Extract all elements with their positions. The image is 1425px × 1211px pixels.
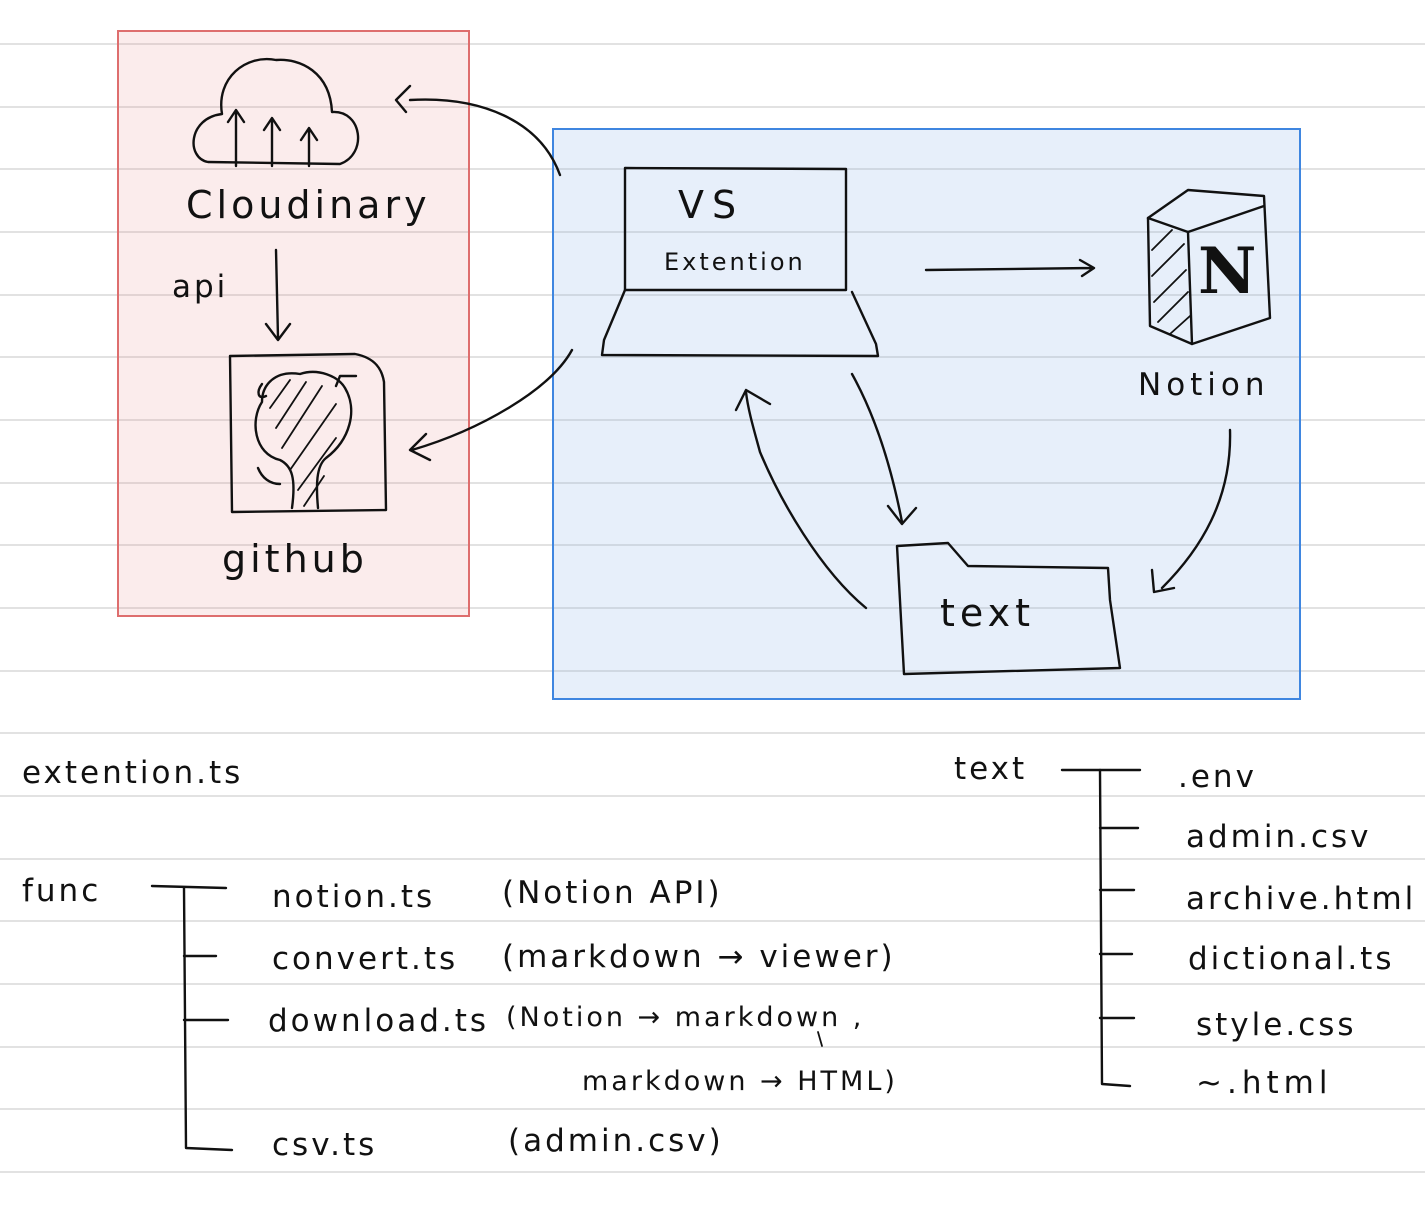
text-file-admin-csv: admin.csv bbox=[1186, 819, 1372, 855]
external-services-zone bbox=[117, 30, 470, 617]
laptop-icon bbox=[600, 166, 880, 358]
api-arrow bbox=[264, 248, 292, 342]
notion-icon bbox=[1146, 188, 1272, 346]
github-label: github bbox=[222, 537, 368, 581]
text-file-other-html: ∼.html bbox=[1196, 1065, 1333, 1101]
func-note-csv: (admin.csv) bbox=[508, 1123, 724, 1159]
github-icon bbox=[228, 352, 388, 514]
func-note-download: (Notion → markdown , bbox=[506, 1002, 865, 1033]
local-environment-zone bbox=[552, 128, 1301, 700]
text-file-dictional-ts: dictional.ts bbox=[1188, 941, 1395, 977]
arrow-to-github bbox=[408, 348, 574, 462]
extension-root-file: extention.ts bbox=[22, 755, 244, 791]
func-file-convert: convert.ts bbox=[272, 941, 459, 977]
text-folder-label: text bbox=[940, 591, 1035, 635]
text-tree-branches bbox=[1060, 768, 1142, 1088]
text-file-archive-html: archive.html bbox=[1186, 881, 1417, 917]
func-file-csv: csv.ts bbox=[272, 1127, 378, 1163]
arrow-notion-to-text bbox=[1150, 428, 1232, 594]
folder-icon bbox=[895, 541, 1122, 676]
text-file-env: .env bbox=[1178, 759, 1257, 795]
api-label: api bbox=[172, 269, 229, 305]
func-file-notion: notion.ts bbox=[272, 879, 436, 915]
text-file-style-css: style.css bbox=[1196, 1007, 1357, 1043]
notion-label: Notion bbox=[1138, 367, 1270, 403]
vs-title-label: VS bbox=[678, 183, 745, 227]
text-root-label: text bbox=[954, 751, 1028, 787]
notion-logo-letter: N bbox=[1198, 234, 1257, 309]
func-note-download-cont: markdown → HTML) bbox=[582, 1066, 898, 1097]
arrow-to-notion bbox=[924, 258, 1096, 278]
cloudinary-label: Cloudinary bbox=[186, 183, 431, 227]
extension-label: Extention bbox=[664, 248, 806, 276]
func-root-label: func bbox=[22, 873, 102, 909]
arrow-from-text-folder bbox=[734, 388, 868, 610]
func-tree-branches bbox=[150, 884, 823, 1152]
func-note-notion: (Notion API) bbox=[502, 875, 723, 911]
arrow-to-cloudinary bbox=[394, 84, 562, 177]
func-note-convert: (markdown → viewer) bbox=[502, 939, 896, 975]
func-file-download: download.ts bbox=[268, 1003, 490, 1039]
cloud-icon bbox=[192, 57, 360, 168]
arrow-to-text-folder bbox=[850, 372, 918, 526]
